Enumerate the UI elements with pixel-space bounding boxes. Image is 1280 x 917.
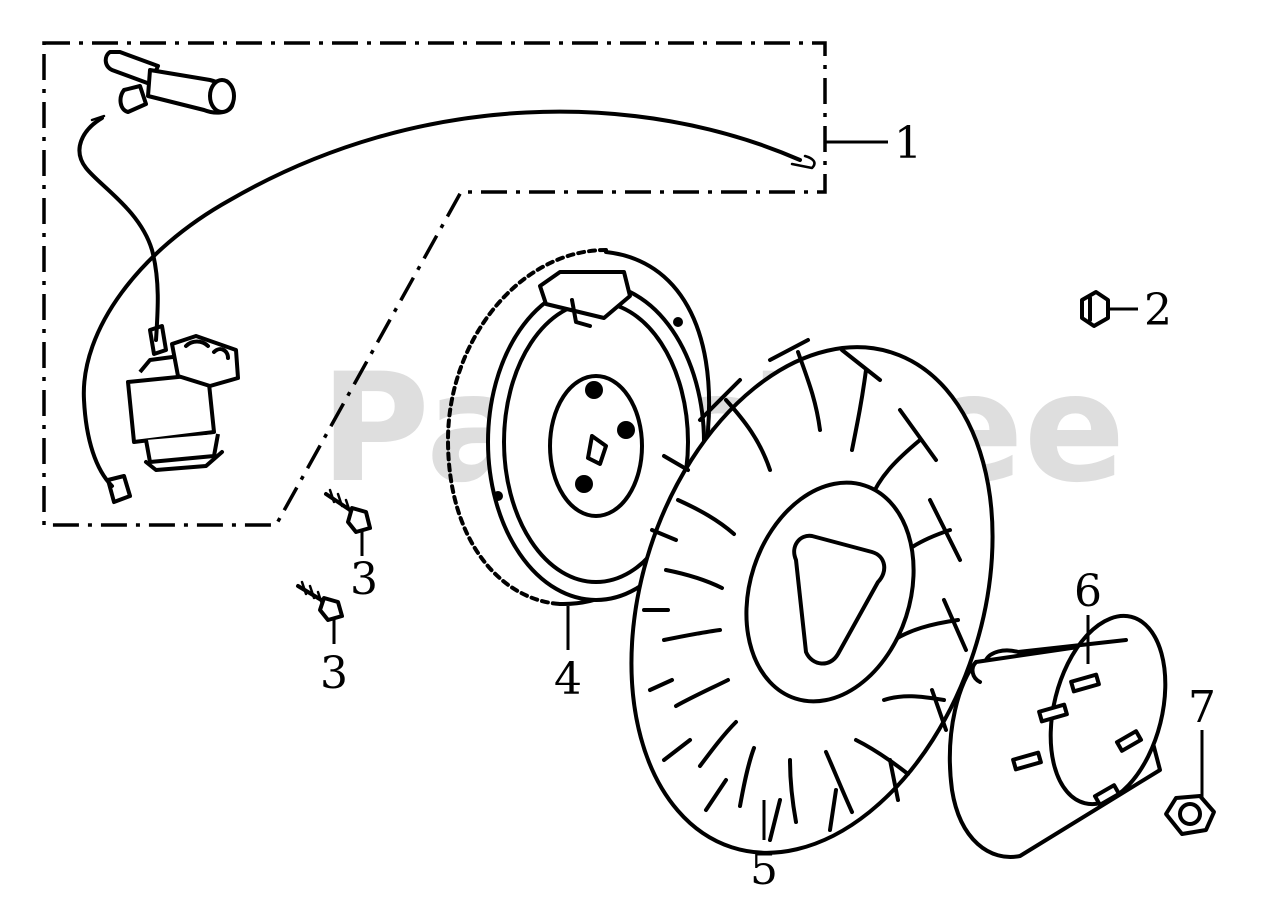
assembly-boundary: [42, 41, 827, 527]
callout-7: 7: [1188, 682, 1216, 733]
flywheel-part-4: [446, 248, 711, 607]
starter-cup-part-6: [947, 613, 1168, 859]
callout-4: 4: [554, 654, 582, 705]
ignition-coil-assembly: [77, 50, 816, 504]
flywheel-nut-part-7: [1164, 794, 1216, 836]
nut-part-2: [1080, 290, 1110, 328]
cooling-fan-part-5: [629, 338, 995, 855]
ignition-coil-body: [126, 324, 240, 472]
callout-3a: 3: [350, 554, 378, 605]
callout-5: 5: [750, 844, 778, 895]
callout-6: 6: [1074, 566, 1102, 617]
spark-plug-cap: [103, 50, 236, 115]
callout-3b: 3: [320, 648, 348, 699]
bolt-part-3-lower: [296, 580, 344, 622]
callout-2: 2: [1144, 285, 1172, 336]
callout-1: 1: [894, 118, 922, 169]
